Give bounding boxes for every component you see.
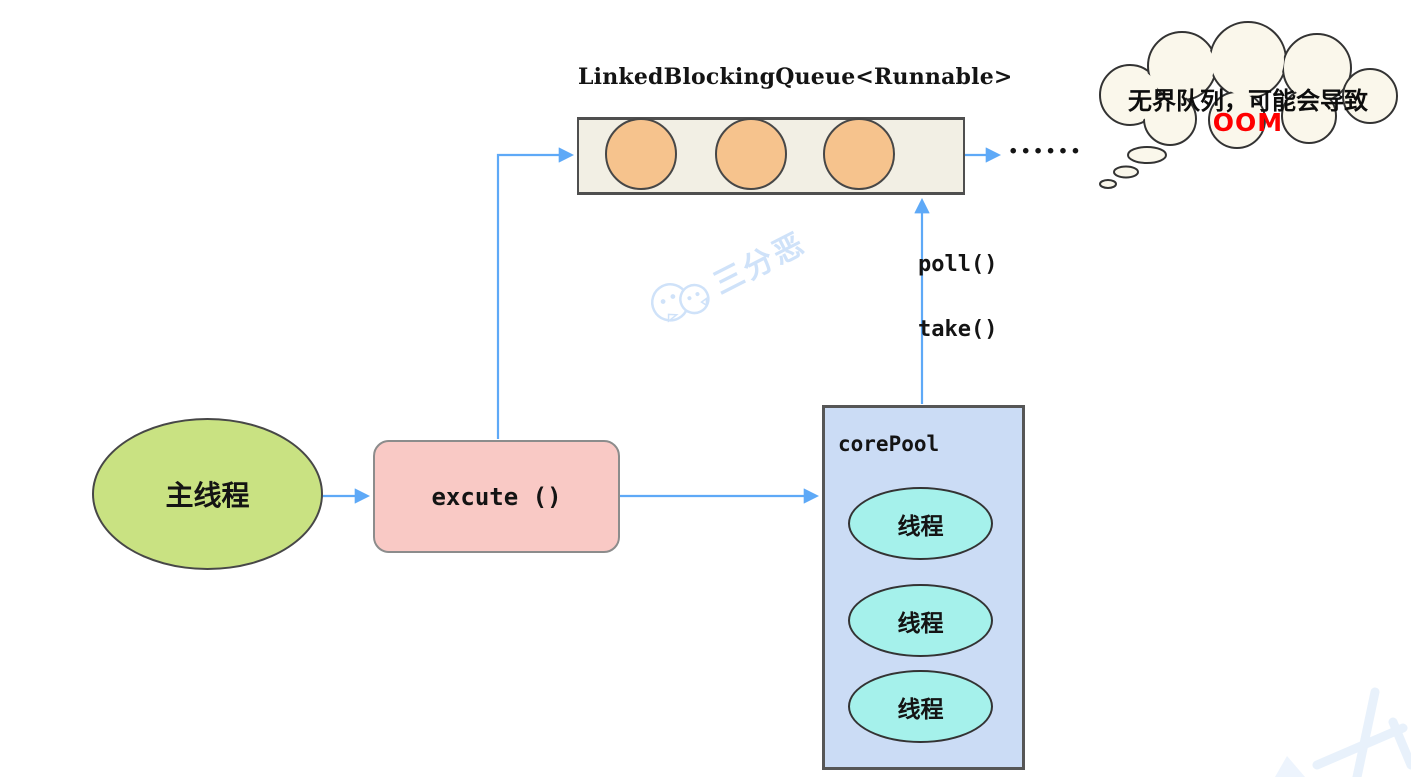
main-thread-node: 主线程	[92, 418, 323, 570]
thread-label: 线程	[897, 610, 944, 637]
main-thread-label: 主线程	[165, 479, 250, 512]
wechat-icon	[650, 283, 710, 323]
core-pool-box: corePool 线程 线程 线程	[822, 405, 1025, 770]
poll-label: poll()	[918, 252, 998, 277]
oom-thought-cloud	[1099, 21, 1398, 189]
oom-note-highlight: OOM	[1212, 108, 1284, 137]
core-pool-title: corePool	[838, 432, 940, 456]
center-watermark: 三分恶	[640, 226, 830, 358]
thread-node: 线程	[848, 584, 993, 657]
queue-task-circle	[715, 118, 787, 190]
thread-node: 线程	[848, 487, 993, 560]
corner-watermark	[1275, 687, 1411, 777]
take-label: take()	[918, 317, 998, 342]
queue-overflow-dots: ......	[1008, 126, 1083, 161]
thread-label: 线程	[897, 696, 944, 723]
thought-bubble-trail	[1099, 146, 1167, 189]
thread-label: 线程	[897, 513, 944, 540]
oom-note-text: 无界队列，可能会导致	[1128, 87, 1368, 115]
thread-node: 线程	[848, 670, 993, 743]
execute-node: excute ()	[373, 440, 620, 553]
arrow-execute-to-queue	[496, 147, 575, 439]
queue-task-circle	[605, 118, 677, 190]
execute-label: excute ()	[431, 482, 562, 511]
queue-task-circle	[823, 118, 895, 190]
queue-title: LinkedBlockingQueue<Runnable>	[578, 64, 1013, 90]
